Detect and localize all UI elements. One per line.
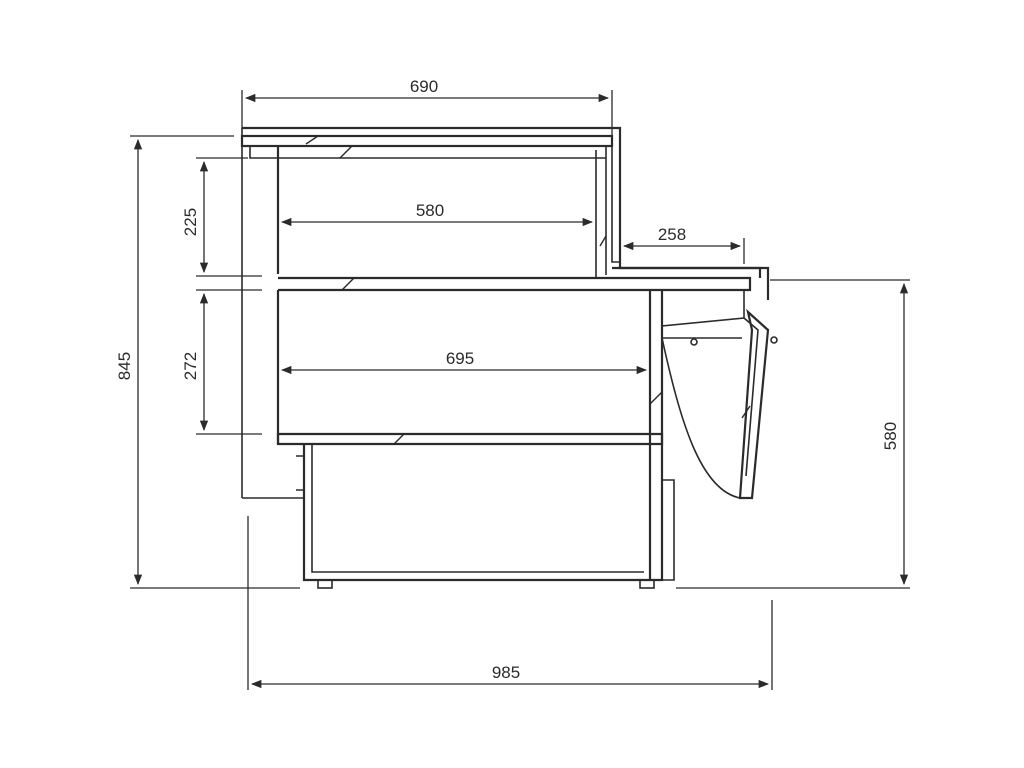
dim-lower-shelf-width: 695 bbox=[446, 349, 474, 368]
front-glass-inner bbox=[743, 317, 759, 477]
dim-upper-height: 225 bbox=[181, 208, 200, 236]
lower-cabinet bbox=[302, 444, 664, 582]
dimension-labels: 690 580 695 258 225 272 845 580 985 bbox=[115, 77, 900, 682]
front-glass-pin bbox=[770, 336, 778, 344]
upper-shelf bbox=[278, 276, 752, 292]
front-lower-curve bbox=[661, 337, 741, 499]
lower-cabinet-inner bbox=[311, 444, 644, 573]
lower-cabinet-side-panel bbox=[662, 479, 675, 581]
dim-upper-shelf-width: 580 bbox=[416, 201, 444, 220]
rear-bottom-step bbox=[242, 455, 305, 499]
glass-hatch-marks bbox=[305, 135, 751, 445]
dim-lower-height: 272 bbox=[181, 352, 200, 380]
top-glass-plate bbox=[240, 134, 614, 148]
dim-counter-height: 580 bbox=[881, 422, 900, 450]
dimension-lines bbox=[130, 90, 910, 690]
top-glass-rear-frame bbox=[595, 146, 620, 278]
cabinet-body bbox=[240, 126, 778, 589]
front-glass-outer bbox=[738, 308, 770, 500]
dim-top-width: 690 bbox=[410, 77, 438, 96]
dim-total-depth: 985 bbox=[492, 663, 520, 682]
foot-left bbox=[317, 579, 333, 589]
top-glass-lower-edge bbox=[249, 146, 607, 275]
top-canopy bbox=[242, 126, 770, 300]
front-knob bbox=[690, 338, 698, 346]
front-counter-top bbox=[612, 266, 762, 278]
dim-front-depth: 258 bbox=[658, 225, 686, 244]
dim-total-height: 845 bbox=[115, 352, 134, 380]
foot-right bbox=[639, 579, 655, 589]
lower-shelf bbox=[276, 432, 664, 446]
front-counter-riser bbox=[661, 290, 745, 339]
middle-divider bbox=[648, 290, 664, 444]
